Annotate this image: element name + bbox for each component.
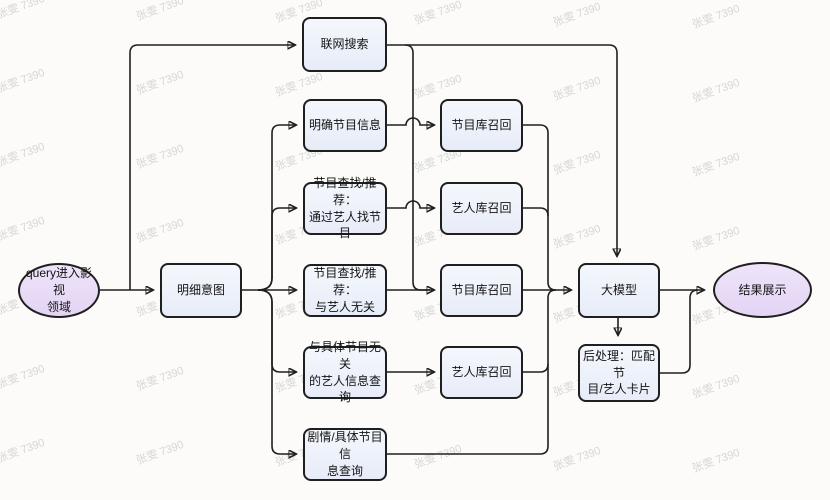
- edge-detail-intent-to-artist-info-query: [257, 289, 296, 372]
- node-program-search-no-artist[interactable]: 节目查找/推荐： 与艺人无关: [303, 264, 387, 317]
- node-result-display[interactable]: 结果展示: [713, 262, 812, 318]
- edge-detail-intent-to-plot-query: [257, 289, 296, 454]
- edge-post-process-to-result: [660, 289, 699, 374]
- node-post-process[interactable]: 后处理：匹配节 目/艺人卡片: [578, 344, 660, 402]
- node-web-search[interactable]: 联网搜索: [302, 17, 387, 72]
- edge-artist-recall2-to-merge: [523, 363, 549, 373]
- edge-program-recall1-to-merge: [523, 124, 557, 291]
- node-query-entry[interactable]: query进入影视 领域: [18, 263, 100, 318]
- edge-web-search-branch-to-program-recall: [404, 44, 430, 291]
- edge-query-to-web-search: [129, 45, 295, 290]
- node-program-recall-1[interactable]: 节目库召回: [440, 99, 523, 152]
- node-artist-recall-1[interactable]: 艺人库召回: [440, 182, 523, 235]
- node-program-recall-2[interactable]: 节目库召回: [440, 264, 523, 317]
- edge-detail-intent-to-program-search-by-artist: [257, 208, 296, 291]
- node-plot-program-info-query[interactable]: 剧情/具体节目信 息查询: [303, 428, 387, 481]
- edge-plot-query-to-merge: [387, 289, 557, 455]
- node-explicit-program-info[interactable]: 明确节目信息: [303, 99, 387, 152]
- node-artist-recall-2[interactable]: 艺人库召回: [440, 346, 523, 399]
- edge-artist-recall1-to-merge: [523, 207, 549, 217]
- node-program-search-by-artist[interactable]: 节目查找/推荐： 通过艺人找节目: [303, 176, 387, 240]
- edge-web-search-to-llm: [387, 44, 617, 256]
- node-artist-info-query[interactable]: 与具体节目无关 的艺人信息查询: [303, 340, 387, 404]
- edge-explicit-info-to-program-recall: [387, 117, 434, 125]
- node-detail-intent[interactable]: 明细意图: [160, 263, 242, 318]
- node-llm[interactable]: 大模型: [578, 263, 660, 318]
- edge-search-by-artist-to-artist-recall: [387, 200, 434, 208]
